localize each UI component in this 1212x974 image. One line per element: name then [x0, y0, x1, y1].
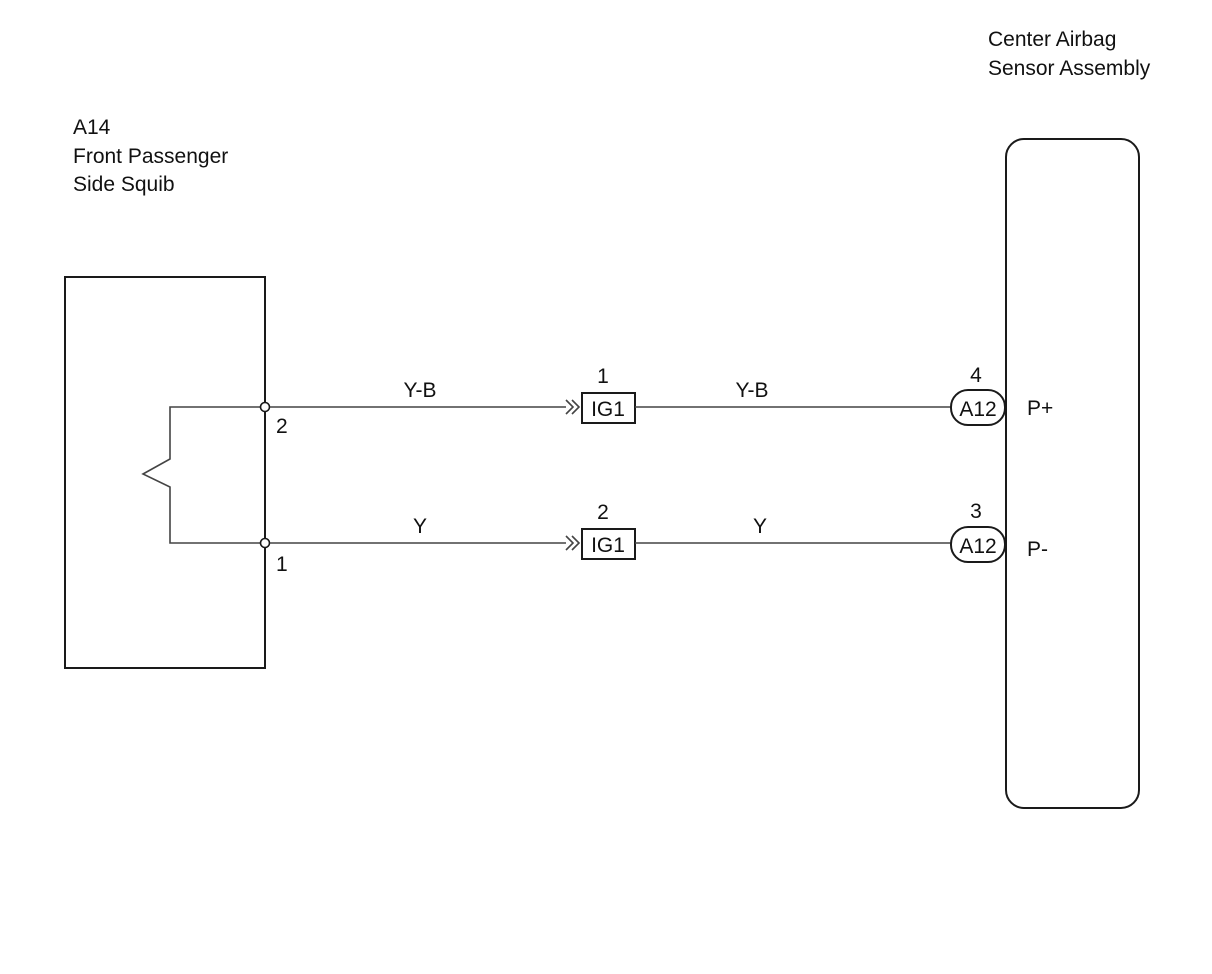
sensor-name-line2: Sensor Assembly — [988, 57, 1151, 80]
wire-lower-right-color: Y — [753, 515, 767, 538]
squib-pin-1-terminal — [259, 537, 271, 549]
connector-arrow-icon — [565, 535, 581, 551]
squib-pin-2-label: 2 — [276, 415, 288, 438]
sensor-terminal-p-minus: P- — [1027, 538, 1048, 561]
squib-element-symbol — [141, 406, 265, 544]
squib-code-label: A14 — [73, 116, 111, 139]
junction-lower-pin: 2 — [597, 501, 609, 524]
squib-name-line2: Side Squib — [73, 173, 175, 196]
squib-pin-2-terminal — [259, 401, 271, 413]
squib-name-line1: Front Passenger — [73, 145, 228, 168]
squib-box — [64, 276, 266, 669]
junction-upper-label: IG1 — [591, 398, 625, 421]
connector-upper-label: A12 — [959, 398, 996, 421]
junction-lower-label: IG1 — [591, 534, 625, 557]
connector-lower-label: A12 — [959, 535, 996, 558]
junction-upper-pin: 1 — [597, 365, 609, 388]
junction-connector-lower — [581, 528, 636, 560]
junction-connector-upper — [581, 392, 636, 424]
sensor-name-line1: Center Airbag — [988, 28, 1116, 51]
wire-lower-left-color: Y — [413, 515, 427, 538]
sensor-terminal-p-plus: P+ — [1027, 397, 1053, 420]
connector-lower-pin: 3 — [970, 500, 982, 523]
wire-upper-right-color: Y-B — [735, 379, 768, 402]
connector-upper-pin: 4 — [970, 364, 982, 387]
connector-arrow-icon — [565, 399, 581, 415]
wire-upper-left-color: Y-B — [403, 379, 436, 402]
sensor-assembly-box — [1005, 138, 1140, 809]
squib-pin-1-label: 1 — [276, 553, 288, 576]
